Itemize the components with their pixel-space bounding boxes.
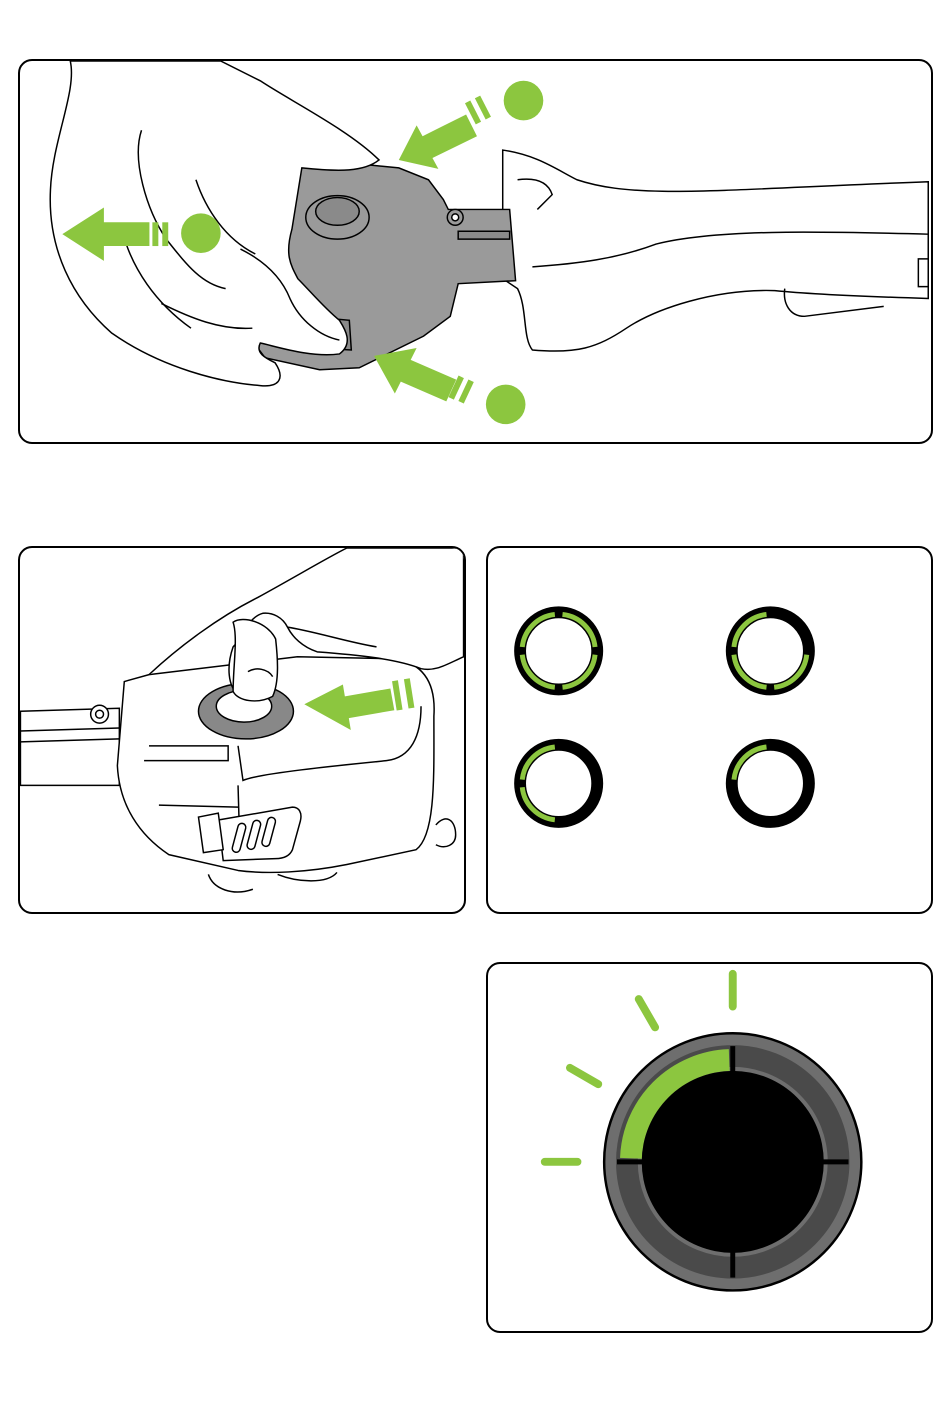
charge-ring-icon [732, 745, 809, 822]
charge-levels-illustration [488, 548, 931, 912]
charge-gauge-icon [545, 974, 862, 1291]
tool-handle-icon [503, 150, 929, 351]
step-dot-icon [504, 81, 544, 121]
glow-ray [639, 999, 655, 1027]
charge-levels-panel [486, 546, 933, 914]
ring-center [739, 752, 802, 815]
arrow-down-left-icon [374, 348, 474, 404]
arrow-up-left-icon [399, 96, 491, 169]
charge-gauge-illustration [488, 964, 931, 1331]
step-dot-icon [486, 385, 526, 425]
ring-center [527, 619, 590, 682]
glow-ray [570, 1068, 598, 1084]
ring-center [739, 619, 802, 682]
press-button-panel [18, 546, 466, 914]
charge-ring-icon [520, 745, 597, 822]
charge-gauge-panel [486, 962, 933, 1333]
remove-battery-panel [18, 59, 933, 444]
charge-ring-icon [732, 612, 809, 689]
remove-battery-illustration [20, 61, 931, 442]
step-dot-icon [181, 213, 221, 253]
press-button-illustration [20, 548, 464, 912]
charge-ring-icon [520, 612, 597, 689]
ring-center [527, 752, 590, 815]
gauge-center [642, 1071, 824, 1253]
